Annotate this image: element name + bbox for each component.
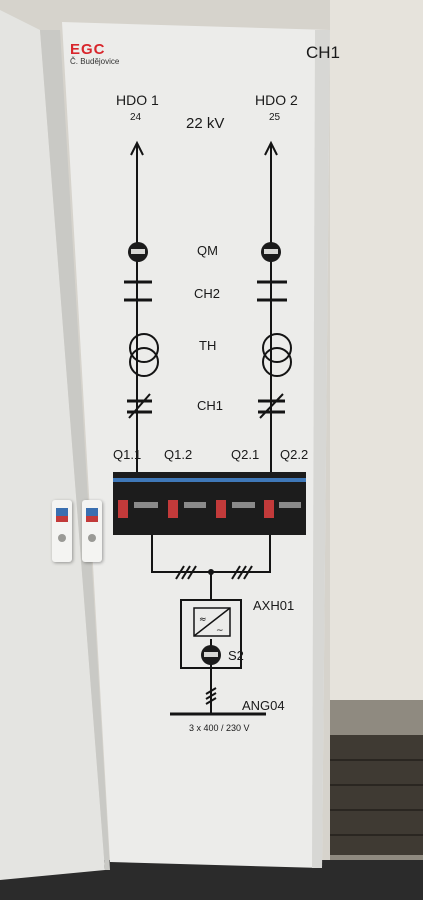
cabinet-id: CH1 [306, 43, 341, 62]
breaker-label-q12: Q1.2 [164, 447, 193, 462]
lock-icon [58, 534, 66, 542]
svg-text:≈: ≈ [199, 615, 207, 625]
svg-text:~: ~ [216, 626, 224, 636]
output-label: ANG04 [242, 698, 285, 713]
handle-tag [56, 508, 68, 516]
feeder-1-name: HDO 1 [116, 92, 159, 108]
logo-city: Č. Budějovice [70, 57, 120, 66]
breaker-q22[interactable] [260, 472, 306, 535]
converter-label: AXH01 [253, 598, 295, 613]
handle-tag [56, 516, 68, 522]
breaker-label-q21: Q2.1 [231, 447, 260, 462]
left-cabinet-edge [40, 30, 110, 870]
breaker-label-q22: Q2.2 [280, 447, 309, 462]
ch2-label: CH2 [194, 286, 221, 301]
feeder-2-number: 25 [269, 112, 281, 123]
qm-switch-left[interactable] [128, 242, 148, 262]
diagram-lines [124, 140, 292, 716]
switch-s2-label: S2 [228, 648, 244, 663]
qm-switch-right[interactable] [261, 242, 281, 262]
breaker-q21[interactable] [211, 472, 260, 535]
feeder-2-name: HDO 2 [255, 92, 298, 108]
breaker-label-q11: Q1.1 [113, 447, 142, 462]
lock-icon [88, 534, 96, 542]
voltage-label: 22 kV [186, 115, 225, 132]
feeder-1-number: 24 [130, 112, 142, 123]
s2-switch[interactable] [201, 645, 221, 665]
wall-right [330, 0, 423, 700]
breaker-q11[interactable] [113, 472, 163, 535]
floor-grate-bars [330, 759, 423, 836]
qm-label: QM [197, 243, 218, 258]
logo-brand: EGC [70, 41, 106, 58]
ch1-label: CH1 [197, 398, 224, 413]
converter-symbols: ≈ ~ [199, 569, 224, 636]
door-handle-left[interactable] [52, 500, 72, 562]
breaker-row [113, 472, 306, 535]
main-panel-edge [312, 30, 330, 868]
door-handle-right[interactable] [82, 500, 102, 562]
brand-logo: EGC Č. Budějovice [70, 42, 119, 66]
breaker-q12[interactable] [163, 472, 211, 535]
main-panel [62, 22, 330, 868]
left-cabinet-door [0, 10, 105, 880]
floor-grate [330, 735, 423, 855]
th-label: TH [199, 338, 217, 353]
handle-tag [86, 508, 98, 516]
handle-tag [86, 516, 98, 522]
supply-label: 3 x 400 / 230 V [189, 723, 250, 733]
